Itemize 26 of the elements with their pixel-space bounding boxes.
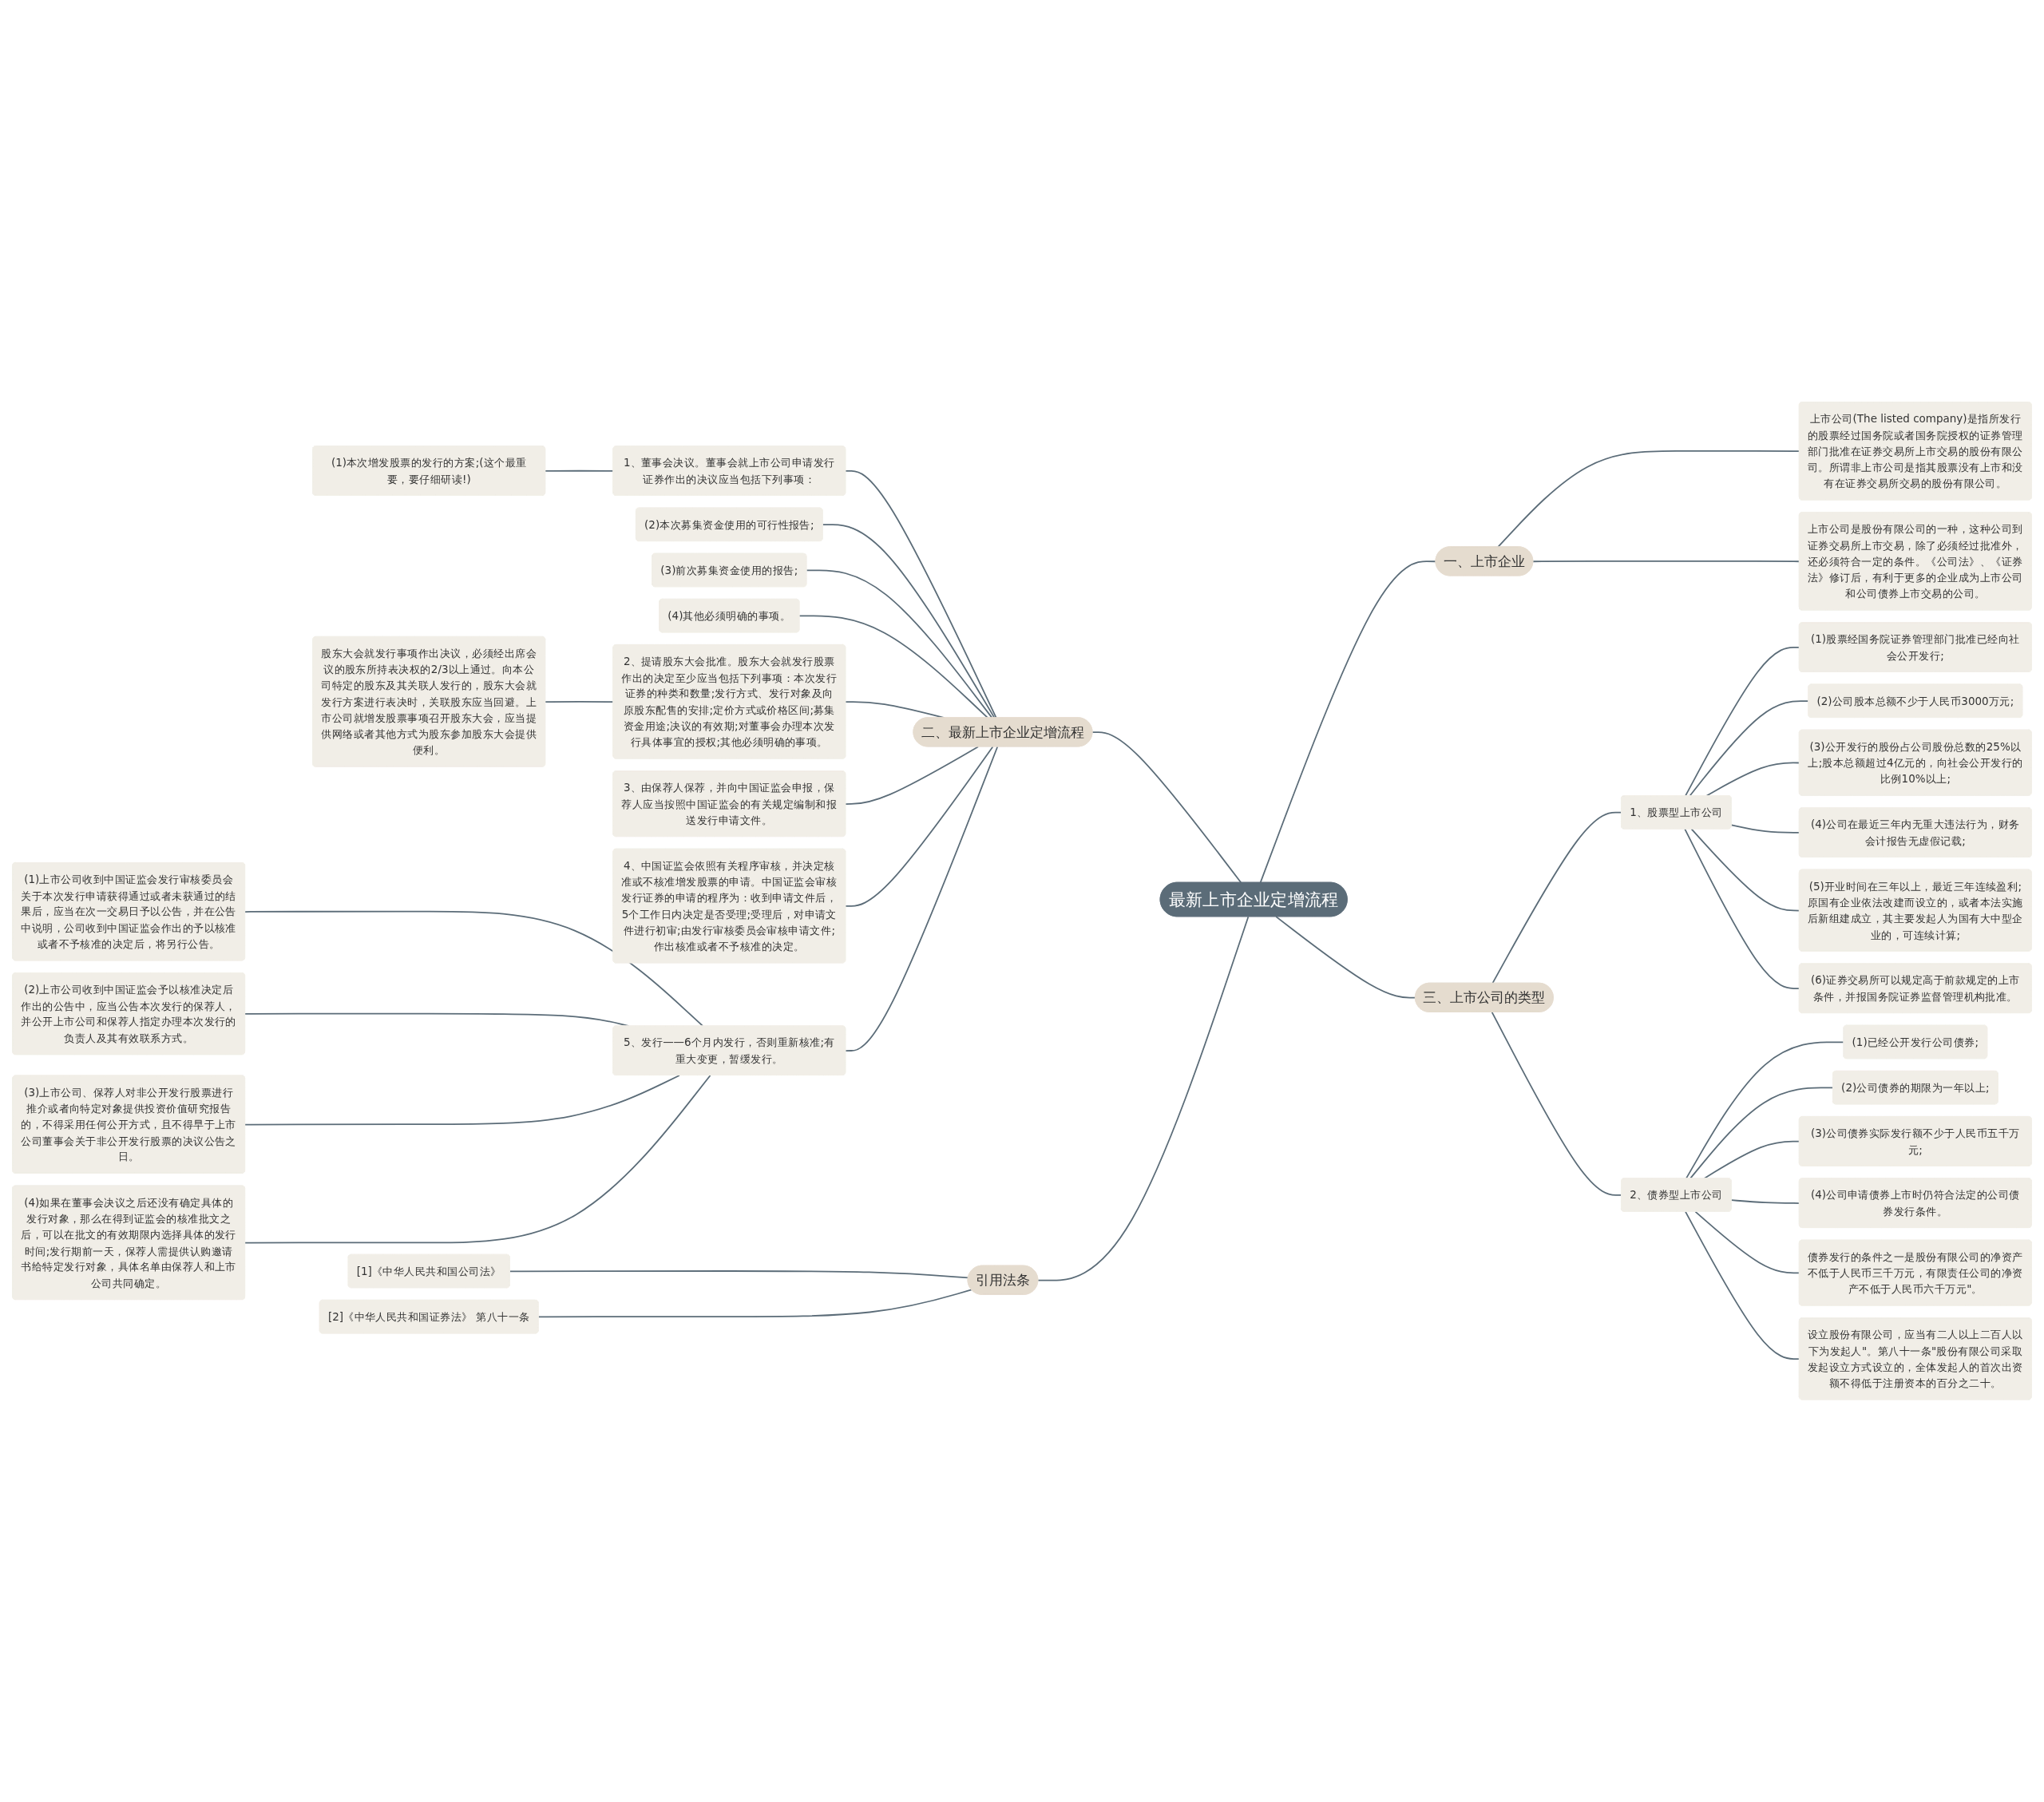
connector — [1491, 811, 1622, 984]
connector — [1532, 560, 1800, 563]
connector — [244, 1075, 711, 1244]
connector — [1091, 731, 1242, 884]
connector — [1705, 762, 1800, 797]
connector — [845, 746, 994, 908]
connector — [845, 746, 980, 806]
connector — [509, 1270, 969, 1279]
connector — [1275, 916, 1416, 999]
connector — [244, 911, 704, 1028]
connector — [244, 1075, 680, 1126]
connector — [1684, 828, 1800, 990]
connector — [1491, 1012, 1622, 1196]
connector — [1694, 1211, 1800, 1274]
connector — [1730, 1199, 1800, 1205]
connector — [537, 1289, 972, 1318]
connector — [1730, 824, 1800, 834]
connector — [1497, 450, 1800, 549]
connector — [1037, 916, 1250, 1281]
connector — [1685, 647, 1800, 797]
connector — [1689, 1087, 1834, 1180]
connector — [1690, 828, 1800, 912]
connector — [1703, 1140, 1800, 1180]
connector — [1685, 1211, 1800, 1360]
connector — [1259, 560, 1437, 884]
connector — [845, 746, 999, 1052]
